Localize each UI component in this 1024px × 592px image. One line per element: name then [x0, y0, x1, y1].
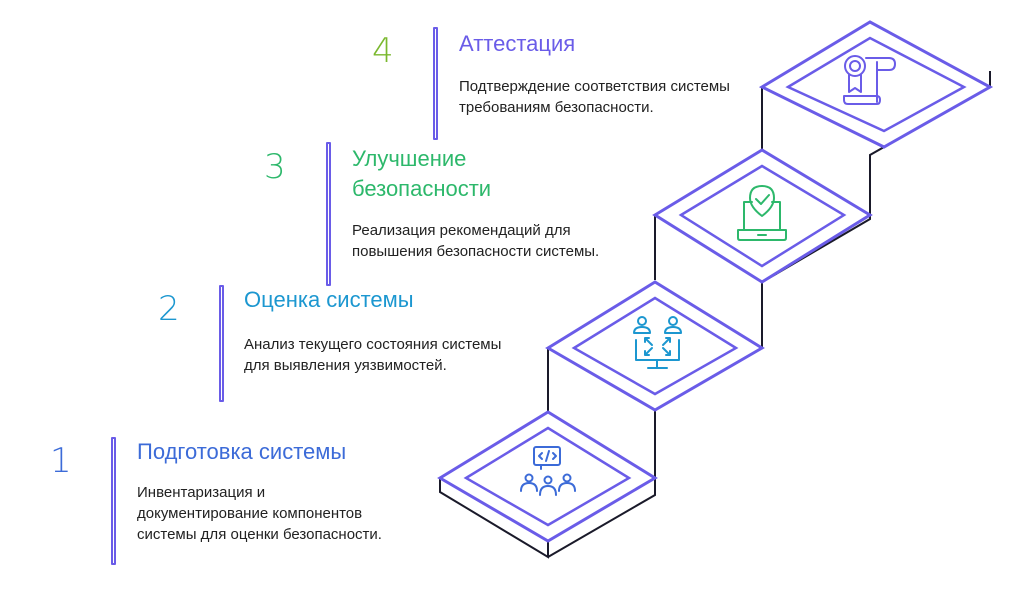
step-divider	[219, 285, 224, 402]
step-number: 4	[372, 31, 394, 71]
step-title: Подготовка системы	[137, 439, 347, 464]
step-description: Реализация рекомендаций для повышения бе…	[352, 222, 600, 260]
step-number: 3	[264, 147, 286, 187]
shield-laptop-icon	[737, 185, 787, 241]
step-divider	[433, 27, 438, 140]
step-divider	[326, 142, 331, 286]
step-number: 2	[158, 289, 180, 329]
step-title: Аттестация	[459, 31, 576, 56]
step-title: Улучшение безопасности	[352, 146, 492, 201]
users-analysis-icon	[633, 316, 682, 369]
step-title: Оценка системы	[244, 287, 414, 312]
certificate-icon	[843, 55, 896, 105]
step-number: 1	[50, 441, 72, 481]
team-code-icon	[520, 446, 576, 496]
step-description: Инвентаризация и документирование компон…	[137, 484, 382, 543]
step-description: Подтверждение соответствия системы требо…	[459, 78, 730, 116]
step-description: Анализ текущего состояния системы для вы…	[244, 336, 502, 374]
step-top-2	[545, 280, 765, 412]
step-divider	[111, 437, 116, 565]
